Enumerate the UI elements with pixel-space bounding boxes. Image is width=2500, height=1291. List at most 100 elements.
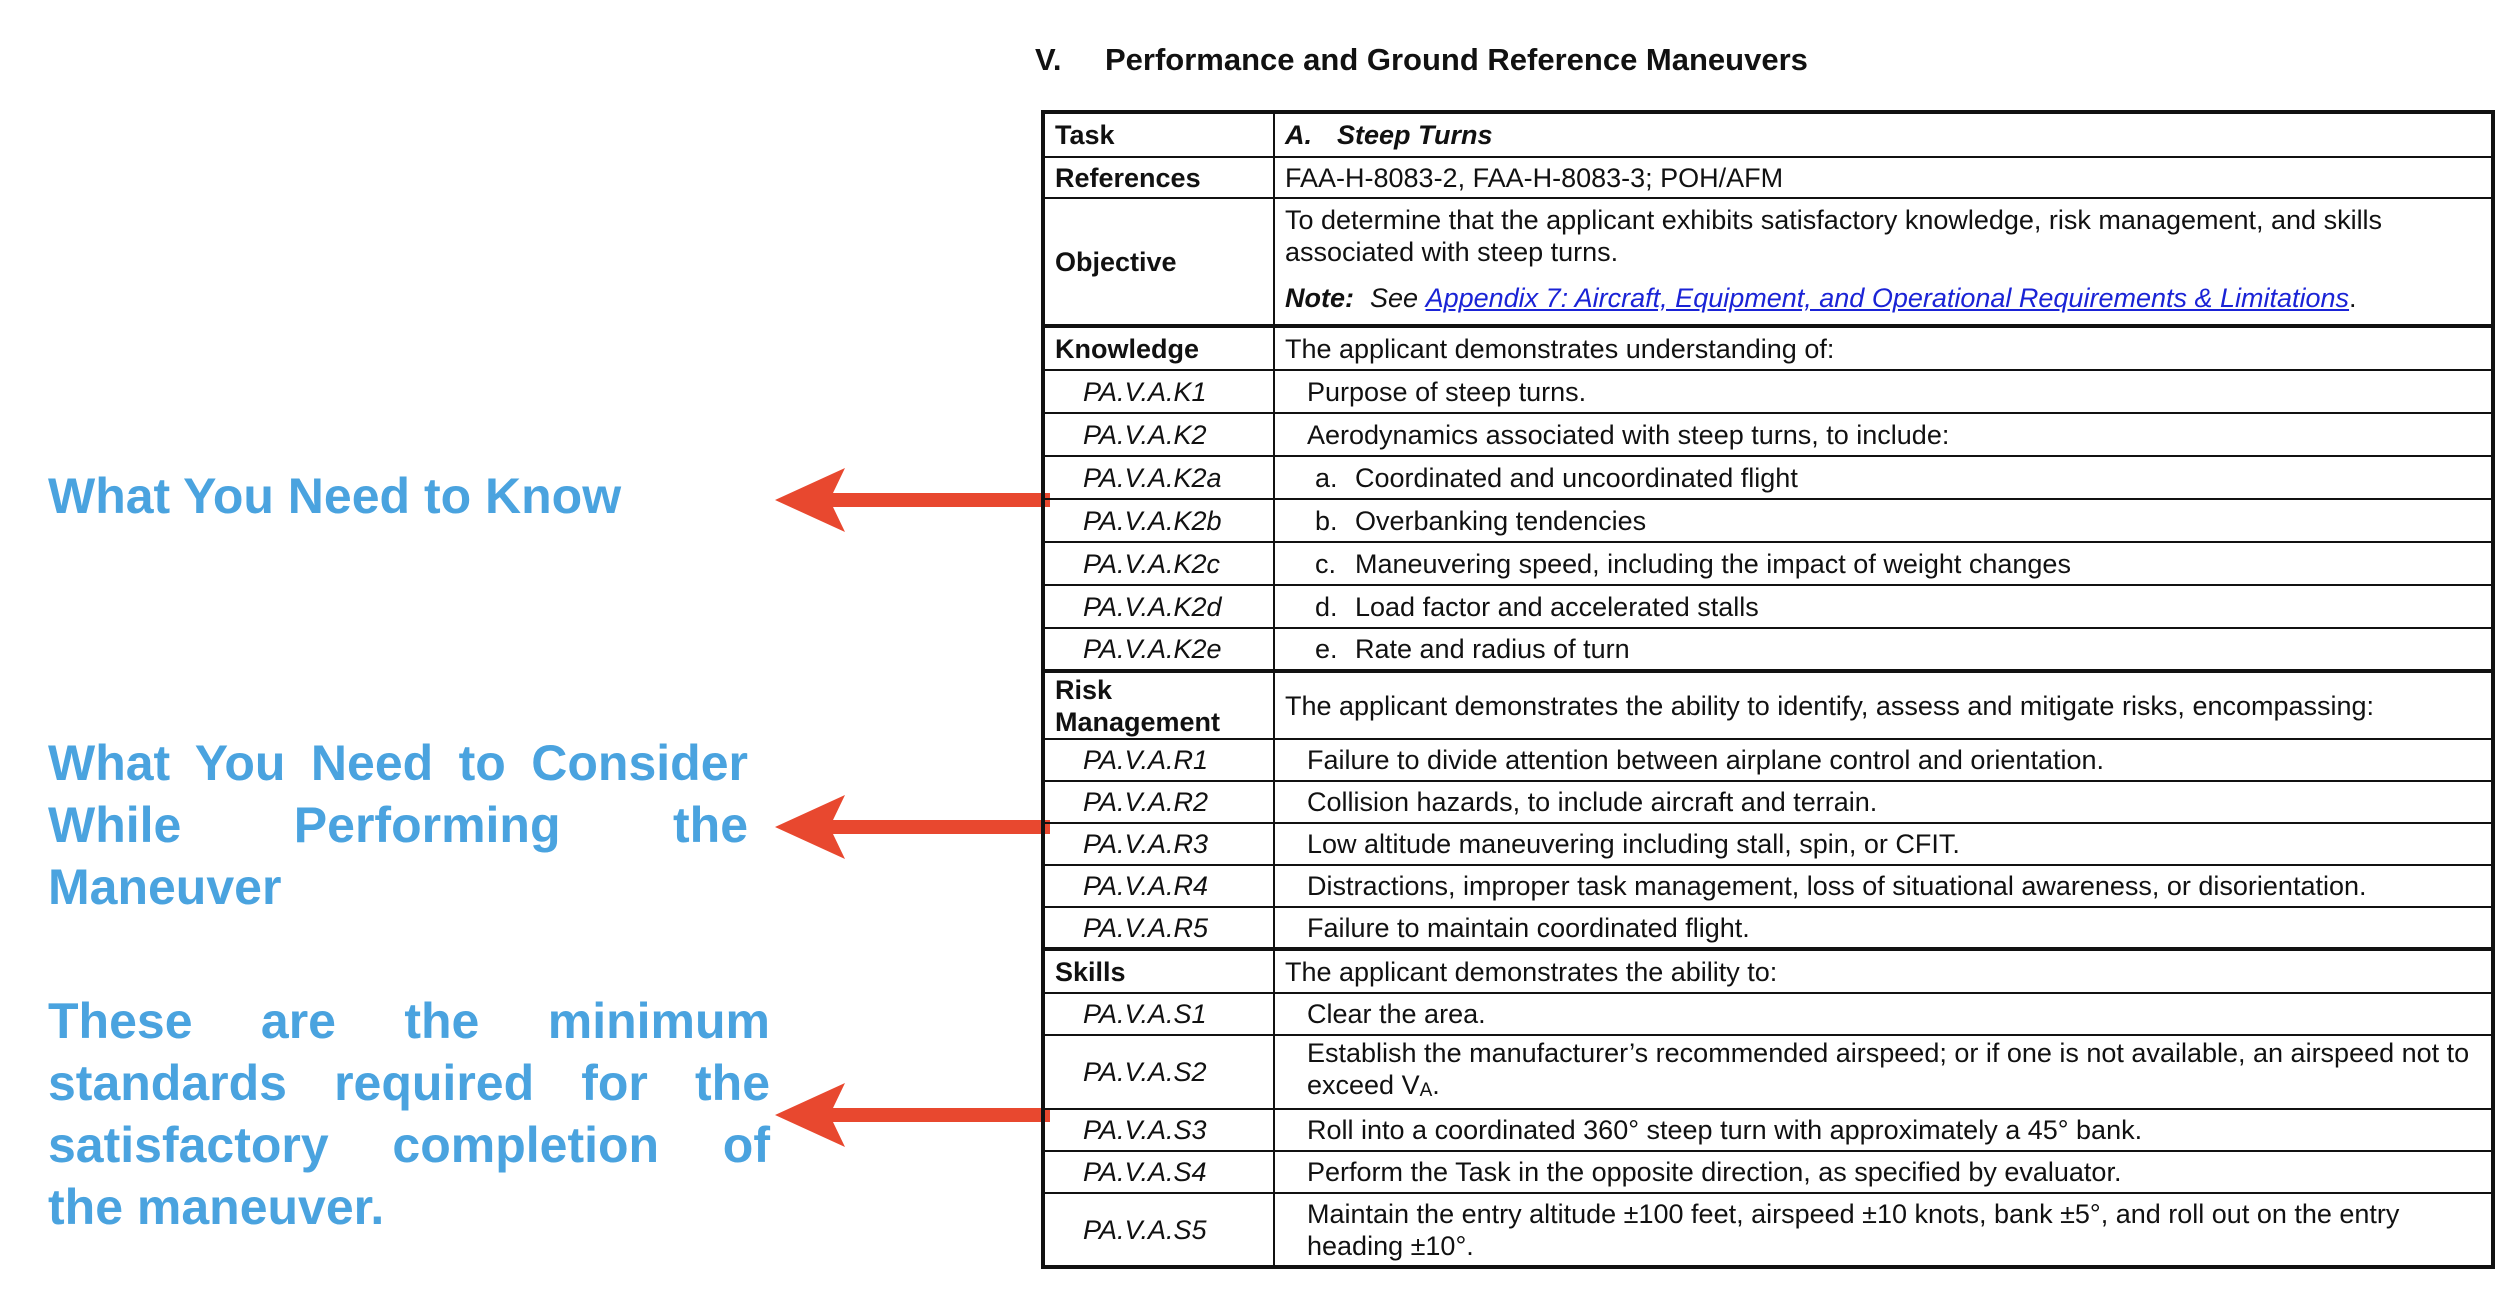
element-code: PA.V.A.S2 [1042, 1034, 1275, 1110]
element-text: b. Overbanking tendencies [1273, 498, 2494, 543]
list-marker: a. [1315, 462, 1338, 493]
task-label: Task [1042, 111, 1275, 158]
task-name: Steep Turns [1337, 120, 1493, 150]
element-code: PA.V.A.K2c [1042, 541, 1275, 586]
element-code: PA.V.A.K2d [1042, 584, 1275, 629]
table-row: PA.V.A.K2c c. Maneuvering speed, includin… [1042, 541, 2494, 586]
list-marker: b. [1315, 505, 1338, 536]
element-text-value: Establish the manufacturer’s recommended… [1307, 1038, 2470, 1100]
left-arrow-icon [775, 1083, 1050, 1147]
element-text: Purpose of steep turns. [1273, 369, 2494, 414]
acs-task-table: Task A. Steep Turns References FAA-H-8083… [1041, 110, 2495, 1269]
element-text: d. Load factor and accelerated stalls [1273, 584, 2494, 629]
callout-line: While Performing the [48, 797, 748, 853]
element-text: Roll into a coordinated 360° steep turn … [1273, 1108, 2494, 1152]
callout-line: These are the minimum [48, 993, 770, 1049]
list-marker: e. [1315, 634, 1338, 664]
table-row: PA.V.A.R1 Failure to divide attention be… [1042, 738, 2494, 782]
element-text: Low altitude maneuvering including stall… [1273, 822, 2494, 866]
element-code: PA.V.A.R1 [1042, 738, 1275, 782]
callout-risk-management: What You Need to Consider While Performi… [48, 732, 748, 918]
element-code: PA.V.A.R5 [1042, 906, 1275, 950]
callout-line: the maneuver. [48, 1179, 385, 1235]
references-label: References [1042, 156, 1275, 199]
table-row: PA.V.A.S3 Roll into a coordinated 360° s… [1042, 1108, 2494, 1152]
table-row: PA.V.A.S5 Maintain the entry altitude ±1… [1042, 1192, 2494, 1268]
element-code: PA.V.A.K2a [1042, 455, 1275, 500]
task-row: Task A. Steep Turns [1042, 111, 2494, 158]
table-row: PA.V.A.K2a a. Coordinated and uncoordinat… [1042, 455, 2494, 500]
element-text: Perform the Task in the opposite directi… [1273, 1150, 2494, 1194]
element-text: Aerodynamics associated with steep turns… [1273, 412, 2494, 457]
element-text: a. Coordinated and uncoordinated flight [1273, 455, 2494, 500]
objective-text: To determine that the applicant exhibits… [1285, 204, 2383, 267]
knowledge-intro: The applicant demonstrates understanding… [1273, 324, 2494, 371]
knowledge-header-row: Knowledge The applicant demonstrates und… [1042, 324, 2494, 371]
references-value: FAA-H-8083-2, FAA-H-8083-3; POH/AFM [1273, 156, 2494, 199]
element-text-value: Coordinated and uncoordinated flight [1355, 462, 1798, 493]
element-code: PA.V.A.K1 [1042, 369, 1275, 414]
table-row: PA.V.A.K2b b. Overbanking tendencies [1042, 498, 2494, 543]
element-text-value: Load factor and accelerated stalls [1355, 591, 1759, 622]
element-text: Failure to maintain coordinated flight. [1273, 906, 2494, 950]
risk-label-line: Management [1055, 706, 1221, 737]
appendix-7-link[interactable]: Appendix 7: Aircraft, Equipment, and Ope… [1425, 282, 2350, 313]
element-text: c. Maneuvering speed, including the impac… [1273, 541, 2494, 586]
risk-intro: The applicant demonstrates the ability t… [1273, 669, 2494, 740]
skills-label: Skills [1042, 947, 1275, 994]
list-marker: d. [1315, 591, 1338, 622]
element-code: PA.V.A.K2b [1042, 498, 1275, 543]
subscript: A [1419, 1080, 1433, 1101]
task-letter: A. [1285, 120, 1312, 150]
element-text: e. Rate and radius of turn [1273, 627, 2494, 672]
list-marker: c. [1315, 548, 1337, 579]
element-code: PA.V.A.S4 [1042, 1150, 1275, 1194]
element-text: Collision hazards, to include aircraft a… [1273, 780, 2494, 824]
callout-line: What You Need to Consider [48, 735, 748, 791]
table-row: PA.V.A.R4 Distractions, improper task ma… [1042, 864, 2494, 908]
callout-knowledge: What You Need to Know [48, 468, 622, 524]
note-end: . [2349, 282, 2357, 313]
table-row: PA.V.A.S1 Clear the area. [1042, 992, 2494, 1036]
element-code: PA.V.A.S3 [1042, 1108, 1275, 1152]
element-code: PA.V.A.K2e [1042, 627, 1275, 672]
element-text: Distractions, improper task management, … [1273, 864, 2494, 908]
table-row: PA.V.A.S4 Perform the Task in the opposi… [1042, 1150, 2494, 1194]
callout-line: satisfactory completion of [48, 1117, 770, 1173]
knowledge-label: Knowledge [1042, 324, 1275, 371]
table-row: PA.V.A.K2e e. Rate and radius of turn [1042, 627, 2494, 672]
element-code: PA.V.A.S1 [1042, 992, 1275, 1036]
left-arrow-icon [775, 468, 1050, 532]
callout-line: standards required for the [48, 1055, 770, 1111]
references-row: References FAA-H-8083-2, FAA-H-8083-3; P… [1042, 156, 2494, 199]
section-heading: V. Performance and Ground Reference Maneu… [1035, 42, 1808, 78]
element-text-value: Maneuvering speed, including the impact … [1355, 548, 2071, 579]
section-number: V. [1035, 42, 1062, 77]
element-text-tail: . [1432, 1070, 1440, 1100]
element-code: PA.V.A.R2 [1042, 780, 1275, 824]
element-text: Maintain the entry altitude ±100 feet, a… [1273, 1192, 2494, 1268]
table-row: PA.V.A.K2 Aerodynamics associated with s… [1042, 412, 2494, 457]
element-text-value: Overbanking tendencies [1355, 505, 1647, 536]
note-see: See [1370, 282, 1419, 313]
section-title: Performance and Ground Reference Maneuve… [1105, 42, 1808, 77]
table-row: PA.V.A.K2d d. Load factor and accelerated… [1042, 584, 2494, 629]
objective-row: Objective To determine that the applican… [1042, 197, 2494, 327]
element-code: PA.V.A.R3 [1042, 822, 1275, 866]
table-row: PA.V.A.R3 Low altitude maneuvering inclu… [1042, 822, 2494, 866]
objective-label: Objective [1042, 197, 1275, 327]
objective-note: Note: See Appendix 7: Aircraft, Equipment… [1285, 282, 2481, 314]
callout-skills: These are the minimum standards required… [48, 990, 770, 1238]
callout-line: Maneuver [48, 859, 282, 915]
element-text: Establish the manufacturer’s recommended… [1273, 1034, 2494, 1110]
table-row: PA.V.A.S2 Establish the manufacturer’s r… [1042, 1034, 2494, 1110]
note-label: Note: [1285, 282, 1354, 313]
objective-cell: To determine that the applicant exhibits… [1273, 197, 2494, 327]
element-code: PA.V.A.R4 [1042, 864, 1275, 908]
task-title: A. Steep Turns [1273, 111, 2494, 158]
element-text-value: Rate and radius of turn [1355, 634, 1630, 664]
element-code: PA.V.A.S5 [1042, 1192, 1275, 1268]
table-row: PA.V.A.K1 Purpose of steep turns. [1042, 369, 2494, 414]
